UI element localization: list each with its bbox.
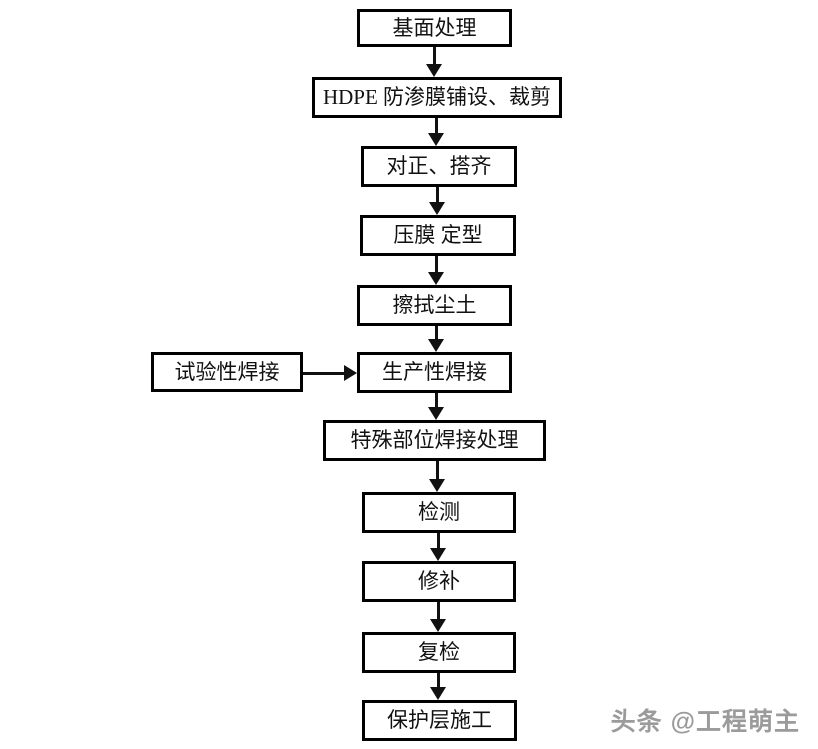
arrow-shaft: [436, 602, 440, 620]
flow-node-wipe-dust: 擦拭尘土: [357, 285, 512, 326]
flow-node-repair: 修补: [362, 561, 516, 602]
arrow-head: [430, 687, 446, 700]
arrow-head: [430, 548, 446, 561]
flow-node-special-part-welding: 特殊部位焊接处理: [323, 420, 546, 461]
arrow-head: [344, 365, 357, 381]
flow-node-base-treatment: 基面处理: [357, 9, 512, 47]
arrow-shaft: [432, 47, 436, 65]
arrow-right-icon: [303, 365, 357, 381]
arrow-down-icon: [428, 118, 444, 146]
arrow-down-icon: [429, 461, 445, 492]
arrow-shaft: [435, 187, 439, 203]
watermark: 头条 @工程萌主: [610, 708, 800, 736]
flow-node-press-film-shaping: 压膜 定型: [360, 215, 516, 256]
arrow-down-icon: [428, 326, 444, 352]
flow-node-protective-layer: 保护层施工: [362, 700, 517, 741]
arrow-head: [426, 64, 442, 77]
arrow-shaft: [303, 371, 346, 375]
arrow-down-icon: [430, 602, 446, 632]
arrow-down-icon: [428, 393, 444, 420]
flow-node-hdpe-laying-cutting: HDPE 防渗膜铺设、裁剪: [312, 77, 562, 118]
arrow-head: [428, 407, 444, 420]
arrow-head: [429, 202, 445, 215]
arrow-down-icon: [430, 533, 446, 561]
arrow-head: [428, 272, 444, 285]
arrow-down-icon: [426, 47, 442, 77]
flow-node-trial-welding: 试验性焊接: [151, 352, 303, 392]
arrow-head: [428, 339, 444, 352]
arrow-shaft: [434, 256, 438, 273]
arrow-shaft: [434, 326, 438, 340]
flow-node-re-inspection: 复检: [362, 632, 516, 673]
arrow-head: [429, 479, 445, 492]
arrow-shaft: [434, 118, 438, 134]
arrow-shaft: [434, 393, 438, 408]
arrow-shaft: [436, 673, 440, 688]
arrow-shaft: [436, 533, 440, 549]
arrow-shaft: [435, 461, 439, 480]
arrow-down-icon: [429, 187, 445, 215]
arrow-down-icon: [428, 256, 444, 285]
arrow-head: [430, 619, 446, 632]
flow-node-align-overlap: 对正、搭齐: [361, 146, 517, 187]
arrow-head: [428, 133, 444, 146]
arrow-down-icon: [430, 673, 446, 700]
flow-node-inspection: 检测: [362, 492, 516, 533]
flow-node-production-welding: 生产性焊接: [357, 352, 512, 393]
